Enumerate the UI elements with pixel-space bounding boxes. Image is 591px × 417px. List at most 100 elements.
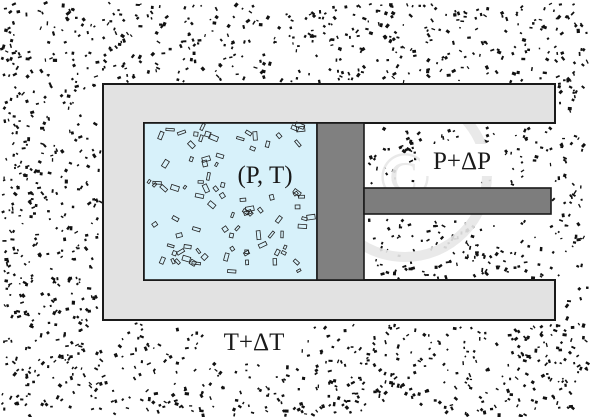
surroundings-particle [483,40,487,44]
surroundings-particle [553,45,557,49]
surroundings-particle [434,220,438,224]
surroundings-particle [357,4,362,9]
surroundings-particle [344,405,350,411]
surroundings-particle [526,126,531,131]
surroundings-particle [411,234,414,238]
surroundings-particle [328,67,332,72]
surroundings-particle [285,374,290,378]
surroundings-particle [15,130,18,135]
surroundings-particle [576,222,581,227]
surroundings-particle [435,241,439,246]
surroundings-particle [163,358,168,364]
surroundings-particle [162,405,166,409]
surroundings-particle [59,398,64,402]
surroundings-particle [72,315,77,320]
surroundings-particle [146,342,150,347]
surroundings-particle [395,357,400,361]
surroundings-particle [466,242,470,247]
surroundings-particle [391,372,395,376]
surroundings-particle [292,42,294,45]
surroundings-particle [384,339,387,345]
surroundings-particle [492,132,496,136]
gas-particle [157,130,165,141]
surroundings-particle [204,33,206,38]
surroundings-particle [84,238,87,242]
surroundings-particle [101,36,106,40]
surroundings-particle [444,274,448,280]
surroundings-particle [61,229,64,233]
surroundings-particle [560,56,566,61]
surroundings-particle [199,409,204,413]
surroundings-particle [5,362,9,366]
surroundings-particle [35,233,40,236]
surroundings-particle [40,360,46,366]
surroundings-particle [282,378,287,381]
surroundings-particle [2,73,6,77]
surroundings-particle [30,198,34,201]
surroundings-particle [5,261,9,267]
gas-particle [158,256,166,265]
surroundings-particle [370,181,373,185]
surroundings-particle [153,391,159,396]
surroundings-particle [433,6,438,11]
gas-particle [182,184,188,190]
surroundings-particle [350,77,354,81]
surroundings-particle [273,392,277,395]
surroundings-particle [84,54,88,58]
surroundings-particle [94,396,97,400]
surroundings-particle [481,400,485,404]
surroundings-particle [516,404,519,408]
surroundings-particle [50,299,55,304]
gas-particle [255,230,262,241]
surroundings-particle [130,53,135,59]
surroundings-particle [543,6,546,11]
surroundings-particle [65,381,68,384]
gas-particle [280,249,287,256]
surroundings-particle [245,369,248,372]
surroundings-particle [98,407,103,411]
surroundings-particle [522,359,527,363]
surroundings-particle [516,148,520,151]
surroundings-particle [297,45,300,48]
surroundings-particle [120,64,125,68]
surroundings-particle [242,24,246,29]
gas-particle [297,194,305,199]
surroundings-particle [434,265,438,269]
surroundings-particle [218,370,223,376]
surroundings-particle [195,331,199,335]
surroundings-particle [145,388,149,393]
surroundings-particle [28,366,32,370]
surroundings-particle [28,260,31,264]
surroundings-particle [143,346,148,352]
surroundings-particle [560,51,565,55]
surroundings-particle [79,328,83,332]
surroundings-particle [388,35,392,38]
surroundings-particle [360,409,363,412]
surroundings-particle [544,57,550,62]
surroundings-particle [35,102,40,105]
surroundings-particle [63,237,67,242]
surroundings-particle [516,344,521,349]
surroundings-particle [189,57,193,62]
surroundings-particle [50,154,54,157]
surroundings-particle [251,4,255,8]
gas-particle [198,134,204,143]
surroundings-particle [112,64,117,68]
surroundings-particle [455,371,459,375]
surroundings-particle [37,312,41,315]
surroundings-particle [382,147,387,152]
surroundings-particle [9,97,13,102]
surroundings-particle [124,67,128,70]
surroundings-particle [290,19,294,22]
surroundings-particle [78,281,81,284]
surroundings-particle [542,396,548,400]
surroundings-particle [441,55,445,59]
surroundings-particle [582,235,586,240]
surroundings-particle [539,333,544,338]
surroundings-particle [379,263,383,266]
surroundings-particle [17,55,22,59]
surroundings-particle [466,350,470,353]
surroundings-particle [126,73,129,77]
surroundings-particle [29,215,33,219]
surroundings-particle [43,305,46,308]
